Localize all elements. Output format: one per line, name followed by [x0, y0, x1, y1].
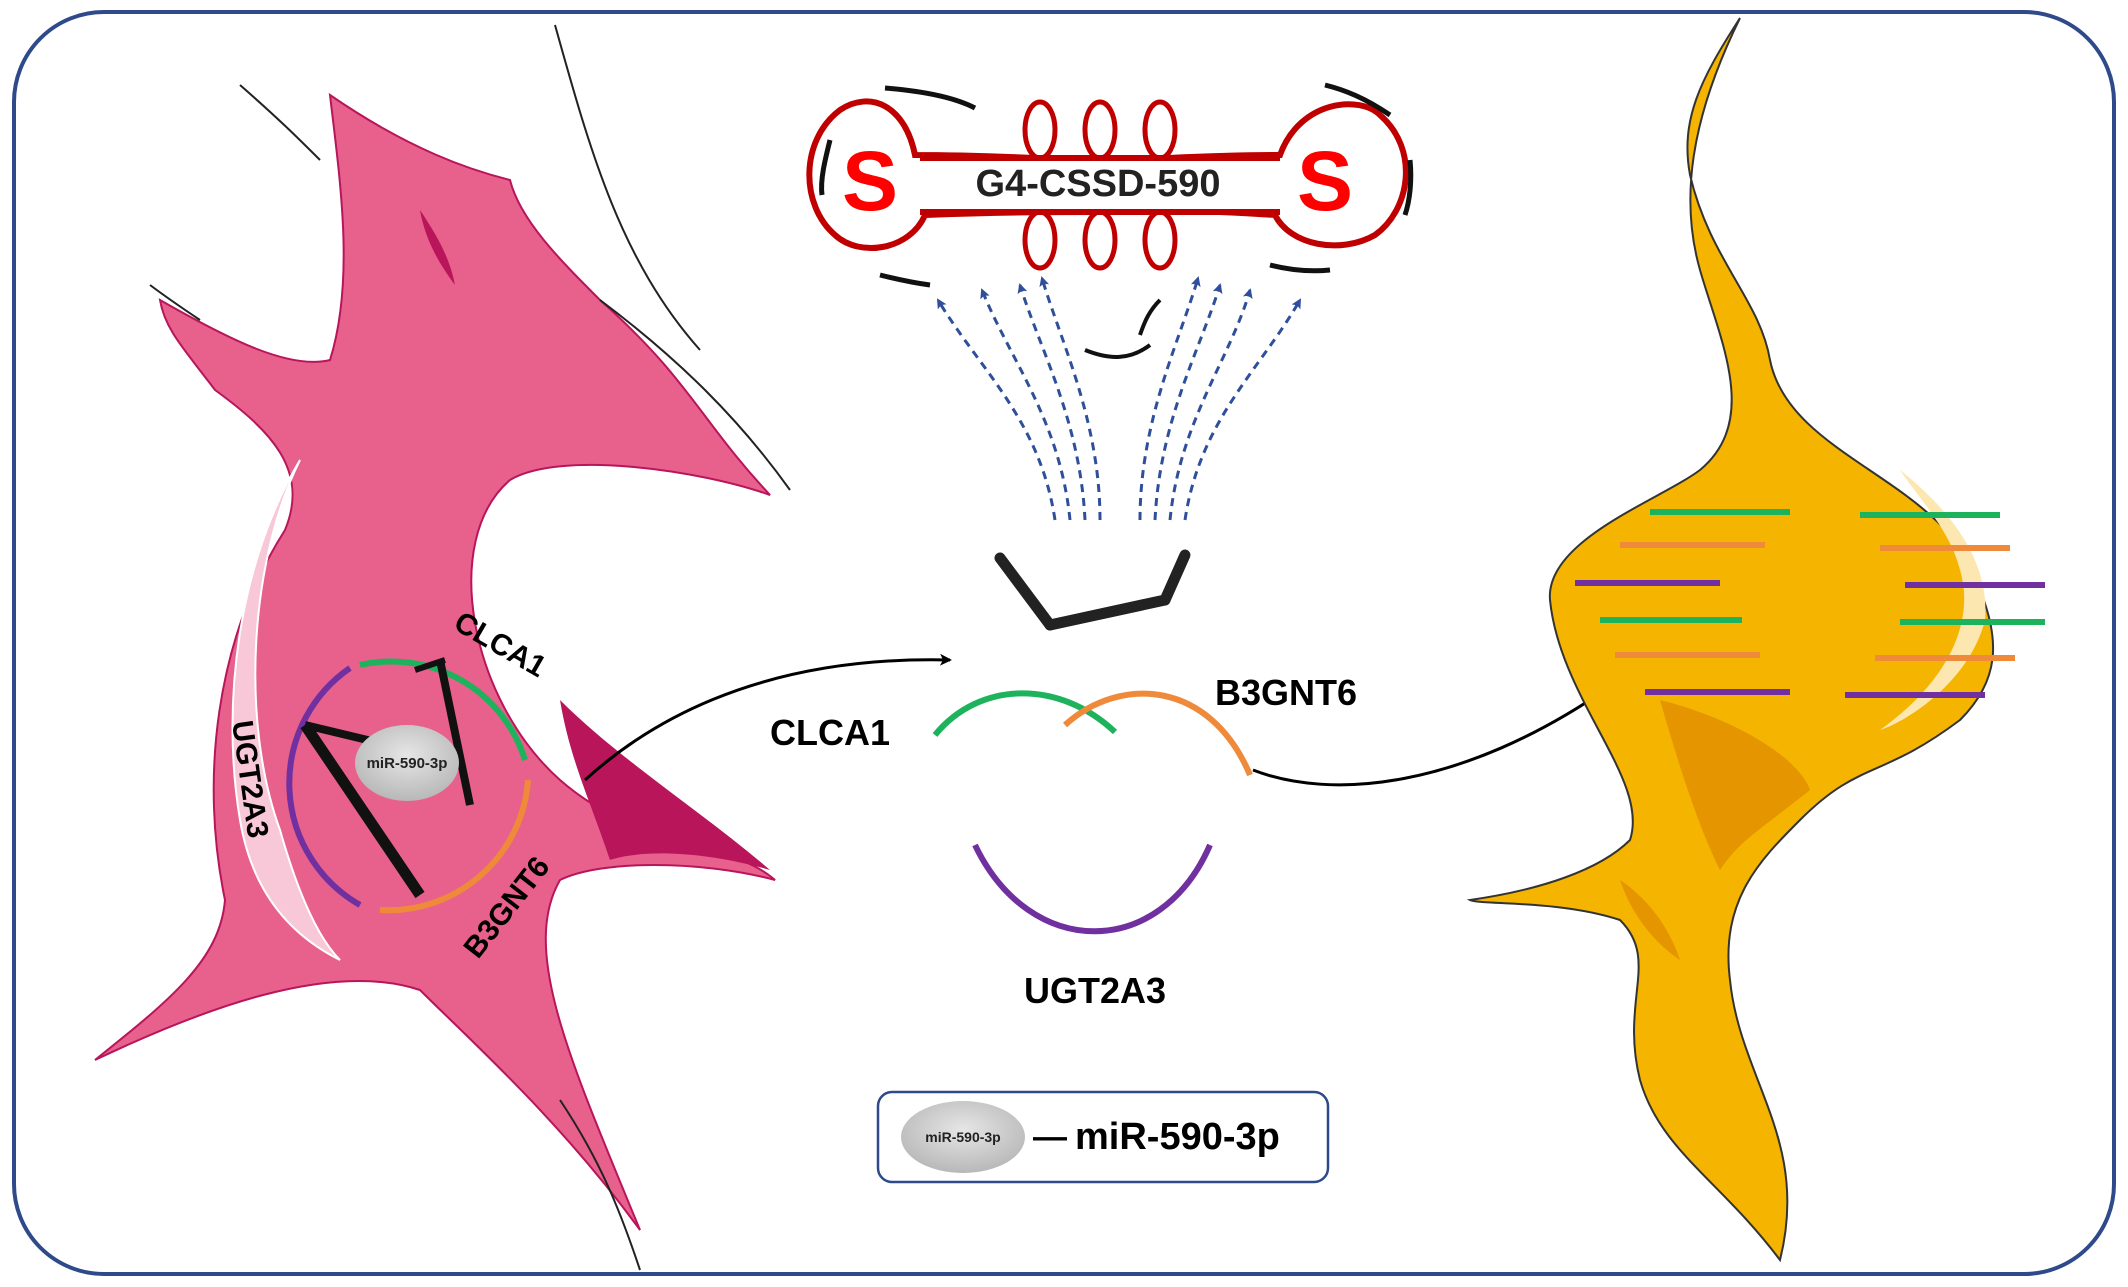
backbone-fragment [1324, 82, 1392, 118]
cell-process-line [599, 299, 791, 491]
center-arc-purple [972, 843, 1213, 935]
center-label-ugt2a3: UGT2A3 [1024, 970, 1166, 1011]
backbone-fragment [884, 85, 977, 111]
construct-s-left: S [842, 134, 898, 228]
pink-cell-shade [560, 700, 770, 870]
release-arrow [1039, 276, 1102, 521]
free-construct-strand [1159, 549, 1191, 606]
free-construct-strand [1044, 594, 1171, 631]
arrow-cell-to-center [583, 653, 952, 782]
backbone-fragment [1402, 159, 1414, 216]
pink-cell-highlight [231, 459, 341, 961]
orange-cell-shade-lower [1620, 880, 1680, 960]
cell-process-line [149, 284, 201, 321]
center-arc-orange [1062, 690, 1253, 777]
construct-bar [920, 158, 1280, 212]
construct-strand [414, 657, 446, 673]
center-label-b3gnt6: B3GNT6 [1215, 672, 1357, 713]
orange-cell-highlight [1880, 470, 1986, 730]
release-arrows [936, 276, 1302, 521]
cell-process-line [554, 24, 701, 351]
construct-bulge [1082, 209, 1118, 271]
release-arrow [1168, 288, 1253, 521]
free-construct [994, 549, 1191, 631]
construct-bulge [1082, 99, 1118, 161]
construct-strand [436, 659, 474, 806]
construct-bulge [1022, 99, 1058, 161]
construct-bulge [1142, 99, 1178, 161]
panel-frame [12, 10, 2116, 1276]
cell-arc-green [359, 658, 528, 761]
free-construct-strand [994, 552, 1056, 631]
pink-cell-shade-top [420, 210, 455, 285]
mirna-label: miR-590-3p [367, 755, 448, 772]
legend: miR-590-3p — miR-590-3p [876, 1090, 1330, 1184]
orange-cell-body [1466, 17, 1995, 1263]
release-arrow [1183, 298, 1302, 521]
orange-cell-shade [1660, 700, 1810, 870]
cell-arc-purple [286, 665, 362, 908]
construct-s-right: S [1297, 134, 1353, 228]
center-label-clca1: CLCA1 [770, 712, 890, 753]
cell-process-line [559, 1099, 641, 1271]
release-arrow [980, 288, 1072, 521]
backbone-fragment [879, 272, 931, 288]
arrow-center-to-right [1252, 686, 1610, 787]
center-arc-green [932, 690, 1118, 737]
g4-cssd-construct: S S G4-CSSD-590 [806, 82, 1414, 288]
legend-mirna-ellipse [901, 1101, 1025, 1173]
release-arrow [1017, 283, 1087, 521]
release-arrow [936, 298, 1057, 521]
construct-bulge [1142, 209, 1178, 271]
release-arrow [1138, 276, 1201, 521]
legend-label: miR-590-3p [1075, 1116, 1280, 1158]
construct-bulge [1022, 209, 1058, 271]
cell-arc-orange [379, 779, 531, 914]
small-fragment [1138, 298, 1162, 336]
cell-process-line [239, 84, 321, 161]
small-fragment [1084, 343, 1152, 359]
backbone-fragment [1269, 262, 1331, 274]
pink-cell: miR-590-3p CLCA1 B3GNT6 UGT2A3 [94, 24, 791, 1271]
orange-cell [1466, 17, 2045, 1263]
legend-mirna-symbol-label: miR-590-3p [925, 1129, 1000, 1145]
release-arrow [1153, 283, 1223, 521]
construct-label: G4-CSSD-590 [976, 163, 1221, 205]
legend-dash: — [1033, 1118, 1067, 1156]
construct-strand [300, 721, 425, 899]
backbone-fragment [819, 139, 833, 196]
mirna-ellipse [355, 725, 459, 801]
